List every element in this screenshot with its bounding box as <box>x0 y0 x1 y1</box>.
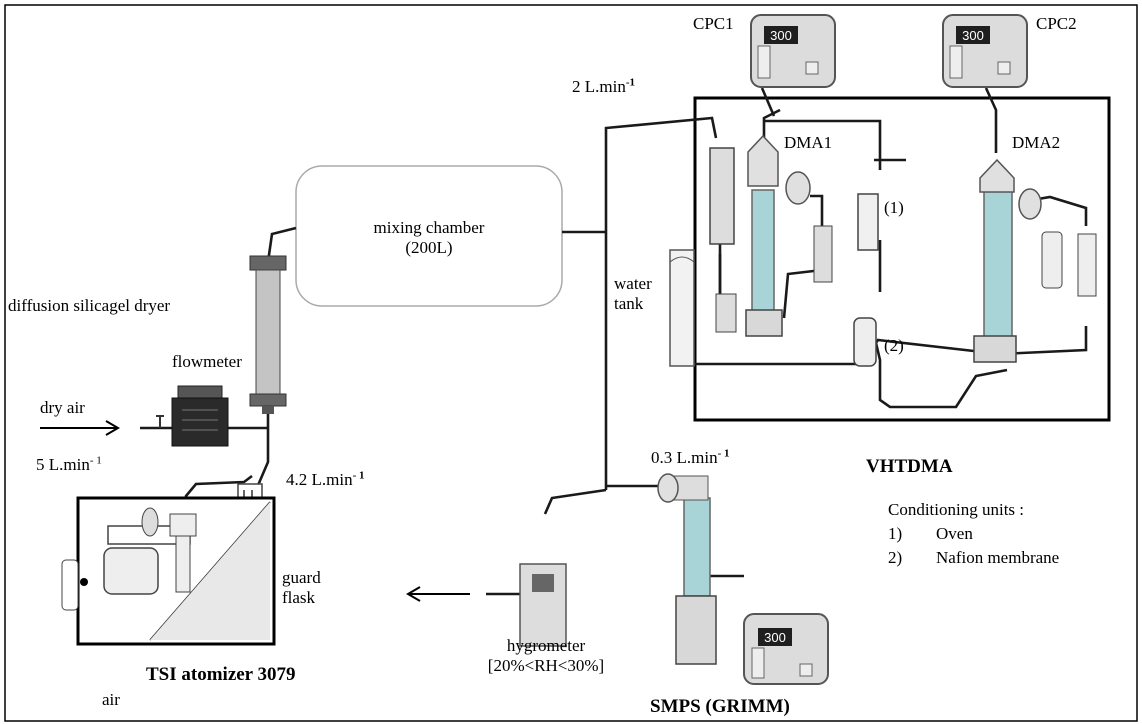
cpc-smps-display: 300 <box>764 630 786 645</box>
flow-smps-label: 0.3 L.min- 1 <box>651 447 730 467</box>
conditioning-title: Conditioning units : <box>888 500 1025 519</box>
hygrometer-device <box>519 563 567 647</box>
nafion-number-label: (2) <box>884 336 904 355</box>
smps-label: SMPS (GRIMM) <box>650 696 790 717</box>
flow-in-label: 5 L.min- 1 <box>36 454 102 474</box>
atomizer-label: TSI atomizer 3079 <box>146 664 296 685</box>
cpc1-display: 300 <box>770 28 792 43</box>
oven-number-label: (1) <box>884 198 904 217</box>
conditioning-item-2-number: 2) <box>888 548 903 567</box>
cpc2-device <box>942 14 1028 88</box>
smps-column <box>657 473 717 665</box>
flowmeter-label: flowmeter <box>172 352 242 371</box>
atomizer-box <box>61 496 276 646</box>
cpc1-device <box>750 14 836 88</box>
cpc2-display: 300 <box>962 28 984 43</box>
mixing-chamber-label: mixing chamber(200L) <box>373 218 485 257</box>
hygrometer-label: hygrometer[20%<RH<30%] <box>487 636 605 675</box>
vhtdma-box <box>693 96 1111 422</box>
water-tank <box>669 249 695 367</box>
cpc2-label: CPC2 <box>1036 14 1077 33</box>
vhtdma-label: VHTDMA <box>866 456 953 477</box>
conditioning-item-1-number: 1) <box>888 524 903 543</box>
cpc1-label: CPC1 <box>693 14 734 33</box>
cpc-smps-device <box>743 613 829 685</box>
flowmeter-device <box>156 385 229 447</box>
air-label: air <box>102 690 120 709</box>
dry-air-label: dry air <box>40 398 85 417</box>
flow-atomizer-label: 4.2 L.min- 1 <box>286 469 365 489</box>
dma1-column <box>709 134 833 337</box>
dryer-label: diffusion silicagel dryer <box>8 296 171 315</box>
mixing-chamber <box>295 165 563 307</box>
flow-top-label: 2 L.min-1 <box>572 76 636 96</box>
outer-frame <box>4 4 1138 722</box>
conditioning-item-1-text: Oven <box>936 524 973 543</box>
nafion-unit <box>853 317 877 367</box>
silicagel-dryer <box>249 255 287 414</box>
conditioning-item-2-text: Nafion membrane <box>936 548 1060 567</box>
dma2-label: DMA2 <box>1012 133 1061 152</box>
dma1-label: DMA1 <box>784 133 833 152</box>
dma2-column <box>973 158 1097 363</box>
oven-unit <box>857 193 879 251</box>
